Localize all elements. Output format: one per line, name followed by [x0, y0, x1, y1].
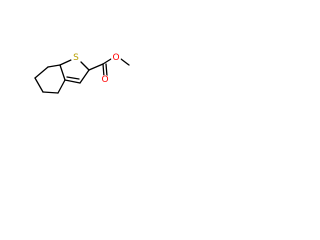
structure-canvas: S O O [0, 0, 152, 152]
bond-c3-c3a-inner [66, 76, 80, 80]
bond-oester-methyl [120, 58, 130, 66]
bond-c4a-c5 [47, 64, 61, 68]
bond-c9-c5 [34, 66, 49, 79]
bond-c6-c7 [57, 79, 66, 94]
bond-carbonyl-o-double-b [105, 63, 108, 77]
ester-oxygen-label: O [112, 53, 119, 63]
bond-ccarbonyl-oester [102, 58, 112, 65]
bond-c8-c9 [34, 77, 44, 93]
bond-c2-c3 [79, 69, 90, 84]
ester-oxygen-atom: O [111, 53, 121, 63]
bond-c7-c8 [42, 91, 59, 94]
bond-s-c2 [80, 61, 90, 71]
bond-c3-c3a [64, 79, 81, 84]
bond-c5-c6 [59, 64, 66, 81]
bond-c2-ccarbonyl [88, 63, 104, 71]
sulfur-atom: S [71, 53, 81, 63]
carbonyl-oxygen-label: O [101, 75, 108, 85]
carbonyl-oxygen-atom: O [100, 75, 110, 85]
sulfur-label: S [73, 53, 79, 63]
bond-carbonyl-o-double-a [102, 63, 105, 78]
molecule-drawing: S O O [34, 53, 130, 94]
bond-c6a-s [59, 59, 72, 66]
